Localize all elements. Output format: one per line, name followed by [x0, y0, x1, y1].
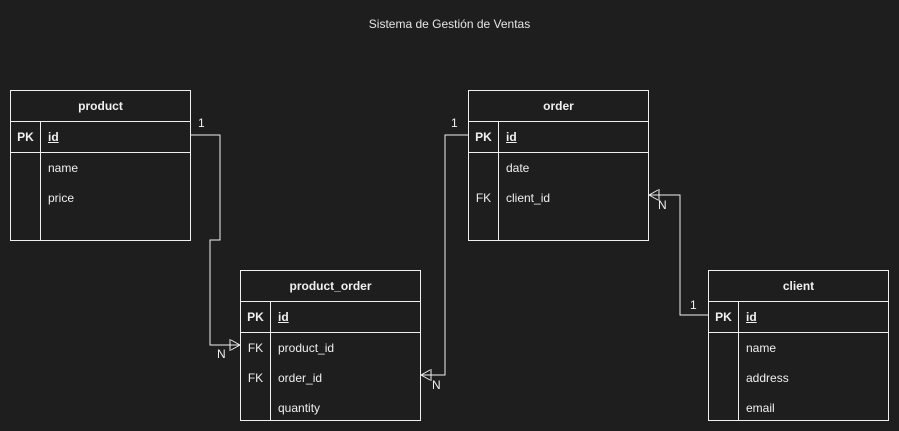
entity-client[interactable]: client PK id name address email	[708, 270, 889, 421]
pk-field: id	[506, 130, 517, 144]
pk-field: id	[746, 310, 757, 324]
cardinality-client-to: N	[658, 198, 667, 212]
pk-row: PK id	[241, 302, 420, 333]
field-row: name	[709, 333, 888, 363]
entity-order[interactable]: order PK id date FK client_id	[468, 90, 649, 241]
pk-row: PK id	[709, 302, 888, 333]
pk-row: PK id	[11, 122, 190, 153]
key-label: FK	[247, 371, 264, 385]
diagram-title: Sistema de Gestión de Ventas	[368, 17, 531, 31]
key-label: FK	[475, 191, 492, 205]
field-row: FK order_id	[241, 363, 420, 393]
entity-name: order	[469, 91, 648, 122]
pk-label: PK	[715, 310, 732, 324]
cardinality-order-from: 1	[451, 116, 458, 130]
field-name: quantity	[278, 401, 321, 415]
field-name: name	[48, 161, 79, 175]
pk-field: id	[48, 130, 59, 144]
field-row: address	[709, 363, 888, 393]
crowsfoot-line	[230, 344, 241, 351]
entity-product[interactable]: product PK id name price	[10, 90, 191, 241]
field-name: order_id	[278, 371, 323, 385]
connector-order-product-order	[421, 134, 468, 376]
column-divider	[738, 301, 739, 420]
entity-name: product_order	[241, 271, 420, 302]
field-name: price	[48, 191, 75, 205]
field-row: email	[709, 393, 888, 423]
pk-label: PK	[247, 310, 264, 324]
field-row: price	[11, 183, 190, 213]
column-divider	[40, 121, 41, 240]
cardinality-product-from: 1	[198, 116, 205, 130]
crowsfoot-line	[420, 374, 431, 381]
field-row: FK product_id	[241, 333, 420, 363]
field-name: address	[746, 371, 789, 385]
field-name: client_id	[506, 191, 551, 205]
field-name: email	[746, 401, 775, 415]
entity-name: client	[709, 271, 888, 302]
pk-field: id	[278, 310, 289, 324]
pk-row: PK id	[469, 122, 648, 153]
cardinality-order-to: N	[432, 378, 441, 392]
field-row: FK client_id	[469, 183, 648, 213]
field-row: name	[11, 153, 190, 183]
crowsfoot-line	[648, 189, 659, 196]
column-divider	[498, 121, 499, 240]
field-name: product_id	[278, 341, 335, 355]
connector-client-order	[649, 194, 708, 316]
crowsfoot-line	[648, 194, 659, 201]
entity-product-order[interactable]: product_order PK id FK product_id FK ord…	[240, 270, 421, 421]
field-name: date	[506, 161, 530, 175]
crowsfoot-line	[420, 369, 431, 376]
field-row: quantity	[241, 393, 420, 423]
cardinality-product-to: N	[217, 347, 226, 361]
entity-name: product	[11, 91, 190, 122]
pk-label: PK	[17, 130, 34, 144]
field-name: name	[746, 341, 777, 355]
connector-product-product-order	[191, 134, 240, 346]
field-row: date	[469, 153, 648, 183]
pk-label: PK	[475, 130, 492, 144]
key-label: FK	[247, 341, 264, 355]
column-divider	[270, 301, 271, 420]
crowsfoot-line	[230, 339, 241, 346]
cardinality-client-from: 1	[690, 298, 697, 312]
